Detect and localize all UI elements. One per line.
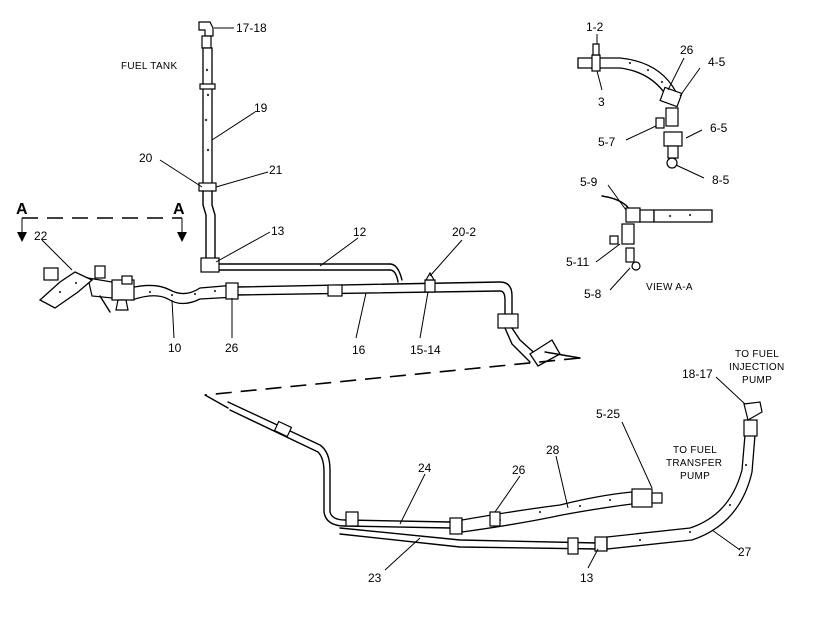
callout-5-8: 5-8	[584, 287, 602, 301]
callout-15-14: 15-14	[410, 343, 441, 357]
main-horizontal-lines	[235, 263, 561, 367]
view-a-a-upper	[577, 43, 683, 169]
callout-8-5: 8-5	[712, 173, 730, 187]
callout-20-2: 20-2	[452, 225, 476, 239]
left-hose-assembly	[38, 265, 239, 313]
section-a-a-marker: A A	[16, 201, 187, 242]
callout-24: 24	[418, 461, 432, 475]
callout-5-11: 5-11	[566, 255, 589, 269]
bottom-tube-assembly	[227, 401, 763, 555]
callout-23: 23	[368, 571, 382, 585]
callout-1-2: 1-2	[586, 20, 604, 34]
callout-26-view: 26	[680, 43, 694, 57]
caption-injection-pump-line1: TO FUEL	[735, 349, 779, 360]
callout-10: 10	[168, 341, 182, 355]
callout-5-9: 5-9	[580, 175, 598, 189]
caption-transfer-pump-line2: TRANSFER	[666, 458, 722, 469]
caption-transfer-pump-line3: PUMP	[680, 471, 710, 482]
continuation-hook-lower	[204, 394, 229, 409]
callout-26-left: 26	[225, 341, 239, 355]
caption-injection-pump-line2: INJECTION	[729, 362, 784, 373]
callout-20: 20	[139, 151, 153, 165]
fuel-tank-vertical-line	[198, 21, 391, 273]
callout-6-5: 6-5	[710, 121, 728, 135]
callout-13-bottom: 13	[580, 571, 594, 585]
view-a-a-lower	[601, 195, 713, 271]
continuation-line	[204, 357, 581, 396]
callout-28: 28	[546, 443, 560, 457]
callout-21: 21	[269, 163, 283, 177]
callout-5-7: 5-7	[598, 135, 616, 149]
callout-22: 22	[34, 229, 48, 243]
caption-transfer-pump-line1: TO FUEL	[673, 445, 717, 456]
callout-17-18: 17-18	[236, 21, 267, 35]
continuation-hook	[544, 351, 581, 359]
caption-injection-pump-line3: PUMP	[742, 375, 772, 386]
caption-fuel-tank: FUEL TANK	[121, 61, 177, 72]
callout-18-17: 18-17	[682, 367, 713, 381]
callout-3: 3	[598, 95, 605, 109]
section-letter-right: A	[173, 201, 185, 218]
section-letter-left: A	[16, 201, 28, 218]
callout-5-25: 5-25	[596, 407, 620, 421]
caption-view-a-a: VIEW A-A	[646, 282, 693, 293]
callout-26-bottom: 26	[512, 463, 526, 477]
callout-19: 19	[254, 101, 268, 115]
callout-27: 27	[738, 545, 752, 559]
callout-16: 16	[352, 343, 366, 357]
callout-13-top: 13	[271, 224, 285, 238]
callout-4-5: 4-5	[708, 55, 726, 69]
callout-12: 12	[353, 225, 367, 239]
callout-leaders	[41, 27, 746, 571]
